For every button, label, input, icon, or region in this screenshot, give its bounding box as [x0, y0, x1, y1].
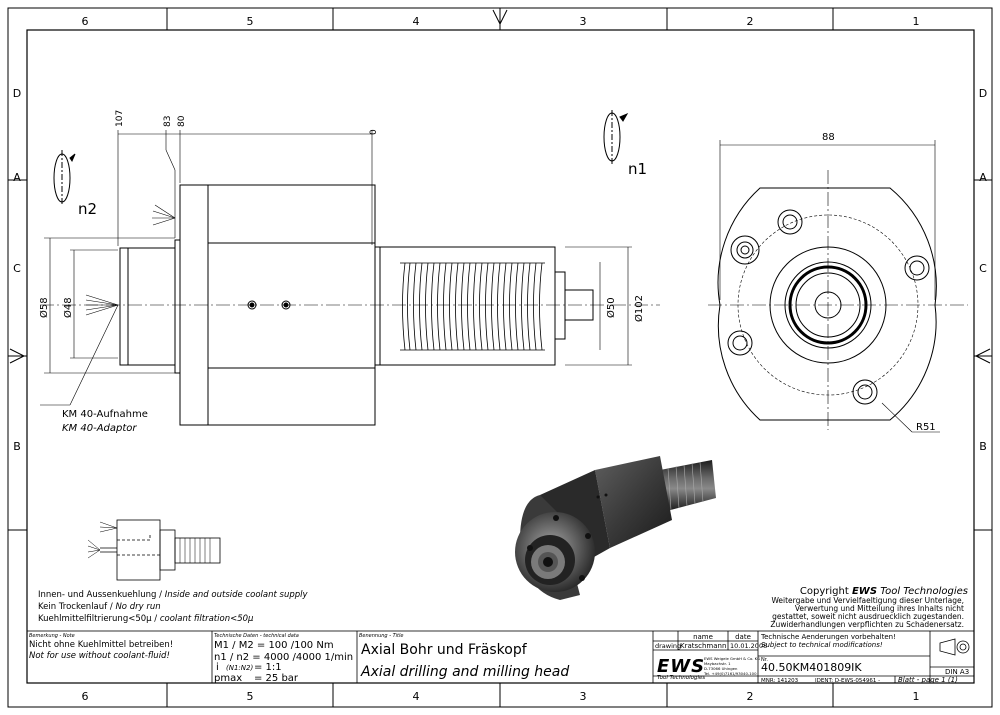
svg-text:Kuehlmittelfiltrierung<50µ / c: Kuehlmittelfiltrierung<50µ / coolant fil… — [38, 614, 254, 624]
col-label-top: 1 — [913, 15, 920, 28]
km40-label-de: KM 40-Aufnahme — [62, 409, 148, 420]
svg-text:Technische Aenderungen vorbeha: Technische Aenderungen vorbehalten! — [760, 633, 896, 641]
row-label-left: A — [13, 171, 21, 184]
col-label-bottom: 4 — [413, 690, 420, 703]
side-view-dimensions — [40, 130, 632, 406]
col-label-bottom: 6 — [82, 690, 89, 703]
dim-107: 107 — [115, 110, 125, 127]
svg-text:Verwertung und Mitteilung ihre: Verwertung und Mitteilung ihres Inhalts … — [795, 604, 964, 613]
techdata-ratio-value: = 1:1 — [254, 662, 282, 673]
spline-teeth — [400, 262, 545, 351]
svg-text:Copyright EWS Tool Technologie: Copyright EWS Tool Technologies — [800, 586, 968, 597]
n2-label: n2 — [78, 200, 97, 218]
ews-logo-sub: Tool Technologies — [657, 675, 705, 681]
side-view — [40, 184, 660, 426]
front-view-bolts — [727, 209, 930, 405]
title-block — [26, 630, 975, 684]
dim-diameter-102: Ø102 — [633, 295, 645, 322]
drawn-date: 10.01.2008 — [730, 642, 767, 650]
col-label-bottom: 1 — [913, 690, 920, 703]
front-view — [708, 140, 968, 433]
dim-diameter-50: Ø50 — [605, 297, 617, 318]
n1-label: n1 — [628, 160, 647, 178]
svg-text:Kein Trockenlauf / No dry run: Kein Trockenlauf / No dry run — [38, 602, 161, 612]
col-label-bottom: 3 — [580, 690, 587, 703]
techdata-ratio-sub: (N1:N2) — [226, 664, 253, 672]
svg-text:Innen- und Aussenkuehlung / In: Innen- und Aussenkuehlung / Inside and o… — [38, 590, 308, 600]
coolant-notes: Innen- und Aussenkuehlung / Inside and o… — [38, 590, 308, 624]
ident: IDENT: D-EWS-054961 - — [815, 678, 880, 684]
centering-marks — [8, 8, 992, 364]
techdata-pressure-symbol: pmax — [214, 673, 242, 684]
svg-text:Subject to technical modificat: Subject to technical modifications! — [761, 641, 883, 649]
side-view-dim-labels: 107 83 80 0 Ø58 Ø48 Ø50 Ø102 — [38, 110, 645, 322]
svg-text:Tel. +49(0)7161/93040-100: Tel. +49(0)7161/93040-100 — [703, 671, 757, 676]
title-de: Axial Bohr und Fräskopf — [361, 642, 528, 658]
drawn-by: Kratschmann — [680, 642, 726, 650]
row-label-right: B — [979, 440, 987, 453]
row-label-right: C — [979, 262, 987, 275]
techdata-pressure-value: = 25 bar — [254, 673, 299, 684]
remark-en: Not for use without coolant-fluid! — [29, 651, 170, 661]
dim-83: 83 — [163, 116, 173, 127]
col-label-top: 6 — [82, 15, 89, 28]
title-block-text: Bemerkung - Note Nicht ohne Kuehlmittel … — [29, 633, 969, 684]
ews-logo: EWS — [657, 656, 705, 677]
svg-text:Nr.: Nr. — [761, 657, 768, 663]
svg-text:EWS Weigele GmbH & Co. KG: EWS Weigele GmbH & Co. KG — [704, 656, 760, 661]
svg-text:Zuwiderhandlungen verpflichten: Zuwiderhandlungen verpflichten zu Schade… — [770, 620, 964, 629]
remark-de: Nicht ohne Kuehlmittel betreiben! — [29, 640, 173, 650]
paper-format: DIN A3 — [945, 668, 969, 676]
rotation-symbol-n2 — [53, 150, 76, 205]
svg-text:date: date — [735, 633, 751, 641]
svg-text:Technische Daten - technical d: Technische Daten - technical data — [214, 633, 299, 639]
rotation-symbol-n1 — [603, 110, 629, 165]
row-label-right: D — [979, 87, 987, 100]
techdata-ratio-symbol: i — [216, 662, 219, 673]
km40-label-en: KM 40-Adaptor — [62, 423, 137, 434]
border-labels: 6 5 4 3 2 1 6 5 4 3 2 1 D C A B D C A B — [13, 15, 987, 703]
copyright-block: Copyright EWS Tool Technologies Weiterga… — [770, 586, 968, 629]
col-label-bottom: 2 — [747, 690, 754, 703]
techdata-torque: M1 / M2 = 100 /100 Nm — [214, 640, 334, 651]
row-label-right: A — [979, 171, 987, 184]
row-label-left: D — [13, 87, 21, 100]
dim-88: 88 — [822, 132, 835, 143]
svg-text:Weitergabe und Vervielfaeltigu: Weitergabe und Vervielfaeltigung dieser … — [771, 596, 964, 605]
sheet-page: Blatt - page 1 (1) — [898, 676, 958, 684]
drawing-number: 40.50KM401809IK — [761, 661, 862, 674]
row-label-left: C — [13, 262, 21, 275]
coolant-schematic — [87, 519, 221, 581]
dim-diameter-48: Ø48 — [62, 297, 74, 318]
col-label-top: 2 — [747, 15, 754, 28]
svg-text:gestattet, soweit nicht ausdru: gestattet, soweit nicht ausdruecklich zu… — [772, 612, 964, 621]
title-en: Axial drilling and milling head — [360, 664, 569, 680]
svg-text:Benennung - Title: Benennung - Title — [359, 633, 403, 639]
svg-text:Maybachstr. 1: Maybachstr. 1 — [704, 661, 731, 666]
product-3d-render — [515, 456, 716, 600]
svg-text:Bemerkung - Note: Bemerkung - Note — [29, 633, 75, 639]
col-label-bottom: 5 — [247, 690, 254, 703]
svg-text:name: name — [693, 633, 713, 641]
svg-text:D-73066 Uhingen: D-73066 Uhingen — [704, 666, 738, 671]
mnr: MNR: 141203 — [761, 678, 799, 684]
row-label-left: B — [13, 440, 21, 453]
dim-0: 0 — [369, 129, 379, 135]
col-label-top: 3 — [580, 15, 587, 28]
svg-text:drawing: drawing — [655, 642, 681, 650]
coolant-spray — [85, 204, 176, 316]
dim-80: 80 — [177, 115, 187, 127]
dim-diameter-58: Ø58 — [38, 297, 50, 318]
col-label-top: 4 — [413, 15, 420, 28]
projection-symbol — [939, 638, 970, 656]
techdata-speed: n1 / n2 = 4000 /4000 1/min — [214, 652, 353, 663]
dim-r51: R51 — [916, 422, 936, 433]
col-label-top: 5 — [247, 15, 254, 28]
